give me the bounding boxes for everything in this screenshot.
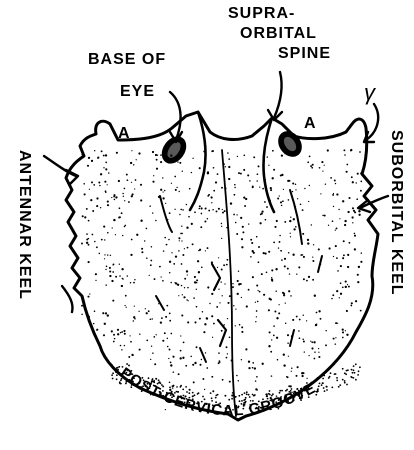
arrow-antennar-lower bbox=[62, 286, 73, 312]
median-ridge bbox=[222, 150, 236, 416]
left-lower-ridge bbox=[156, 296, 206, 362]
left-upper-ridge bbox=[160, 196, 172, 232]
label-antennar-keel: ANTENNAR KEEL bbox=[16, 150, 33, 300]
label-suborbital-keel: SUBORBITAL KEEL bbox=[388, 130, 405, 296]
left-rostral-spine bbox=[190, 112, 206, 210]
label-region-a-right: A bbox=[304, 115, 317, 132]
label-region-a-left: A bbox=[118, 125, 131, 142]
label-supraorbital-1: SUPRA- bbox=[228, 5, 295, 22]
label-base-of-eye-1: BASE OF bbox=[88, 51, 166, 68]
label-post-cervical-groove: POST-CERVICAL GROOVE bbox=[117, 364, 319, 419]
right-lower-ridge bbox=[290, 256, 322, 346]
right-upper-ridge bbox=[290, 190, 302, 244]
label-gamma: γ bbox=[364, 80, 377, 105]
central-tubercle bbox=[212, 264, 226, 346]
arrow-supraorbital-spine bbox=[274, 72, 282, 118]
label-supraorbital-3: SPINE bbox=[278, 45, 331, 62]
label-base-of-eye-2: EYE bbox=[120, 83, 155, 100]
label-supraorbital-2: ORBITAL bbox=[240, 25, 317, 42]
